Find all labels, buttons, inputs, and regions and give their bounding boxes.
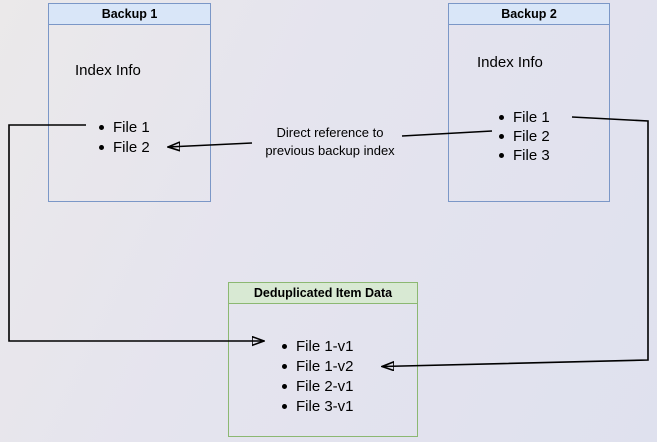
backup2-file-list: File 1 File 2 File 3 [499,108,550,165]
list-item-label: File 1-v2 [296,357,354,375]
backup2-container: Backup 2 Index Info File 1 File 2 File 3 [448,3,610,202]
list-item-label: File 2-v1 [296,377,354,395]
list-item-label: File 1-v1 [296,337,354,355]
dedup-container: Deduplicated Item Data File 1-v1 File 1-… [228,282,418,437]
dedup-file-list: File 1-v1 File 1-v2 File 2-v1 File 3-v1 [282,336,354,416]
backup1-container: Backup 1 Index Info File 1 File 2 [48,3,211,202]
list-item-label: File 2 [113,138,150,156]
bullet-icon [282,363,287,369]
list-item-label: File 3 [513,147,550,164]
list-item-file1: File 1 [99,117,150,137]
bullet-icon [282,343,287,349]
direct-reference-label-line1: Direct reference to [276,125,384,140]
backup1-title: Backup 1 [49,4,210,25]
list-item-file1-v1: File 1-v1 [282,336,354,356]
list-item-label: File 1 [513,109,550,126]
backup1-file-list: File 1 File 2 [99,117,150,157]
bullet-icon [282,383,287,389]
list-item-label: File 2 [513,128,550,145]
list-item-file2: File 2 [99,137,150,157]
list-item-file2: File 2 [499,127,550,146]
bullet-icon [499,134,504,139]
list-item-file3: File 3 [499,146,550,165]
list-item-file1-v2: File 1-v2 [282,356,354,376]
bullet-icon [499,115,504,120]
list-item-file1: File 1 [499,108,550,127]
bullet-icon [499,153,504,158]
list-item-label: File 3-v1 [296,397,354,415]
backup2-title: Backup 2 [449,4,609,25]
backup1-index-info-label: Index Info [75,62,141,79]
bullet-icon [99,124,104,130]
direct-reference-label-line2: previous backup index [265,143,395,158]
list-item-file3-v1: File 3-v1 [282,396,354,416]
dedup-title: Deduplicated Item Data [229,283,417,304]
direct-reference-label: Direct reference to previous backup inde… [240,124,420,160]
list-item-label: File 1 [113,118,150,136]
bullet-icon [282,403,287,409]
backup2-index-info-label: Index Info [477,54,543,71]
list-item-file2-v1: File 2-v1 [282,376,354,396]
bullet-icon [99,144,104,150]
